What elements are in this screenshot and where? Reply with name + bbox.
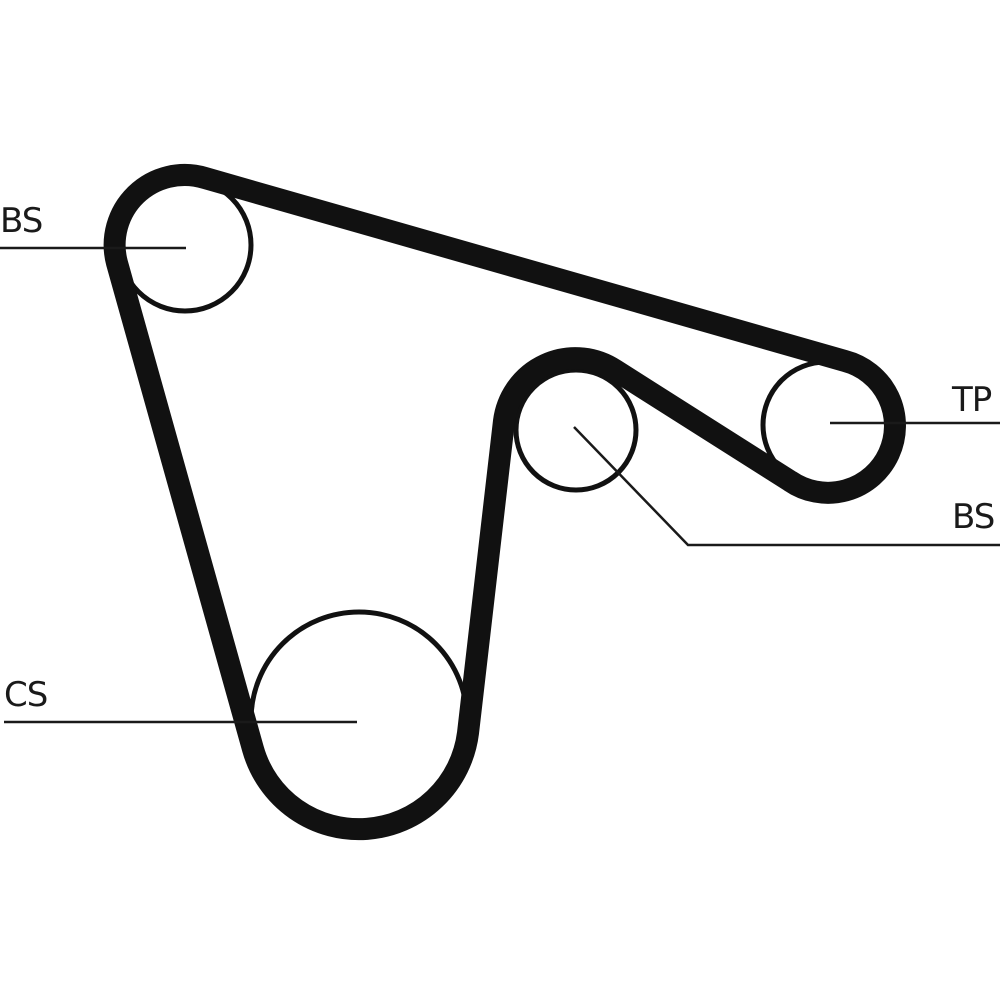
leader-line-bs-middle — [573, 426, 1000, 547]
label-bs-middle: BS — [952, 497, 995, 537]
label-bs-top: BS — [0, 201, 43, 241]
pulley-bs-middle — [513, 367, 639, 493]
label-tp: TP — [952, 380, 992, 420]
label-cs: CS — [4, 675, 48, 715]
timing-belt — [103, 163, 906, 841]
